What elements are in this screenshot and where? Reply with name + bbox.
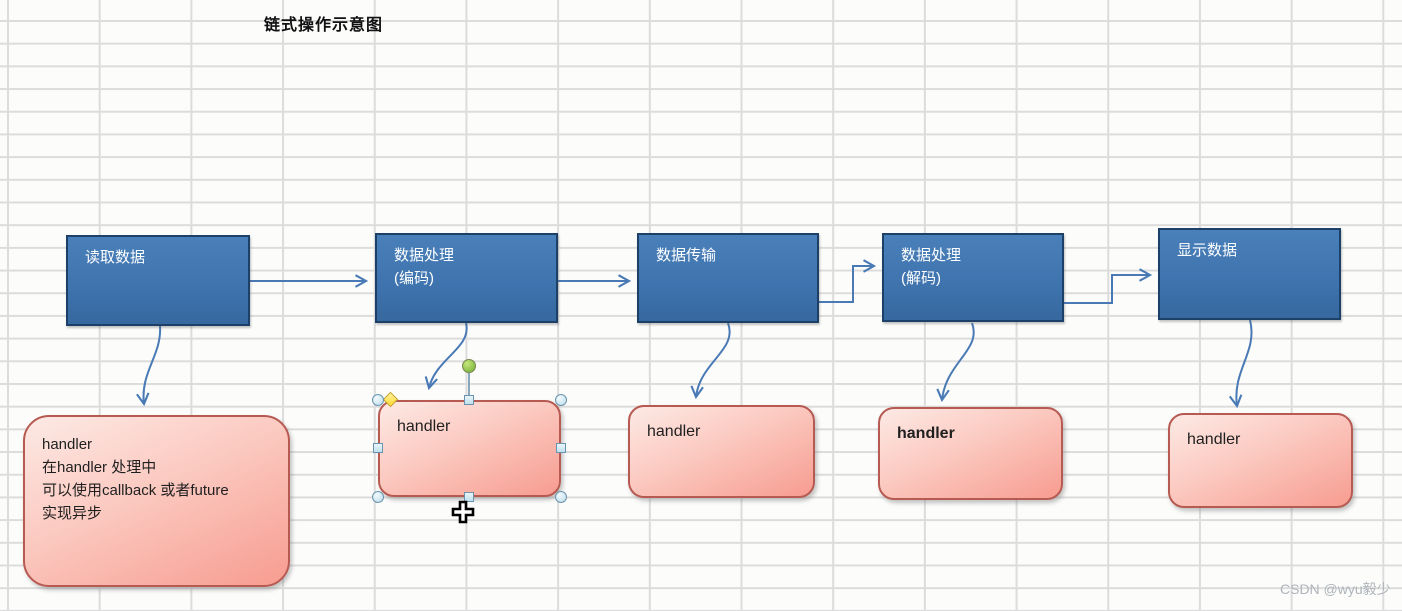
flow-box-sublabel: (解码): [901, 270, 941, 287]
flow-box-label: 读取数据: [85, 249, 146, 266]
handler-note-box[interactable]: handler 在handler 处理中 可以使用callback 或者futu…: [23, 415, 290, 587]
handler-note-line: 可以使用callback 或者future: [42, 482, 229, 499]
rotation-handle-stem: [468, 372, 470, 396]
flow-box-encode[interactable]: 数据处理 (编码): [375, 233, 558, 323]
handler-box-decode[interactable]: handler: [878, 407, 1063, 500]
diagram-title[interactable]: 链式操作示意图: [264, 17, 384, 34]
resize-handle-n[interactable]: [464, 395, 474, 405]
handler-box-display[interactable]: handler: [1168, 413, 1353, 508]
flow-box-transmit[interactable]: 数据传输: [637, 233, 819, 323]
connector-read-to-handler[interactable]: [136, 325, 162, 407]
resize-handle-nw[interactable]: [372, 394, 384, 406]
handler-label: handler: [897, 425, 955, 442]
connector-transmit-to-decode[interactable]: [819, 259, 877, 303]
resize-handle-se[interactable]: [555, 491, 567, 503]
handler-label: handler: [647, 423, 701, 440]
handler-label: handler: [397, 418, 451, 435]
resize-handle-w[interactable]: [373, 443, 383, 453]
flow-box-decode[interactable]: 数据处理 (解码): [882, 233, 1064, 322]
flow-box-label: 显示数据: [1177, 242, 1238, 259]
resize-handle-s[interactable]: [464, 492, 474, 502]
connector-decode-to-display[interactable]: [1064, 268, 1153, 304]
flow-box-read[interactable]: 读取数据: [66, 235, 250, 326]
resize-handle-e[interactable]: [556, 443, 566, 453]
connector-encode-to-handler[interactable]: [424, 322, 468, 391]
handler-note-line: 在handler 处理中: [42, 459, 157, 476]
connector-decode-to-handler[interactable]: [936, 322, 975, 403]
move-cursor: [451, 500, 475, 524]
resize-handle-sw[interactable]: [372, 491, 384, 503]
flow-box-label: 数据传输: [656, 247, 717, 264]
handler-note-line: 实现异步: [42, 505, 103, 522]
connector-display-to-handler[interactable]: [1228, 319, 1253, 409]
handler-box-transmit[interactable]: handler: [628, 405, 815, 498]
handler-box-encode-selected[interactable]: handler: [378, 400, 561, 497]
watermark: CSDN @wyu毅少: [1280, 581, 1391, 597]
flow-box-display[interactable]: 显示数据: [1158, 228, 1341, 320]
resize-handle-ne[interactable]: [555, 394, 567, 406]
flow-box-label: 数据处理: [901, 247, 962, 264]
rotation-handle[interactable]: [462, 359, 476, 373]
handler-label: handler: [1187, 431, 1241, 448]
handler-note-line: handler: [42, 436, 93, 453]
connector-transmit-to-handler[interactable]: [690, 322, 731, 400]
flow-box-sublabel: (编码): [394, 270, 434, 287]
flow-box-label: 数据处理: [394, 247, 455, 264]
